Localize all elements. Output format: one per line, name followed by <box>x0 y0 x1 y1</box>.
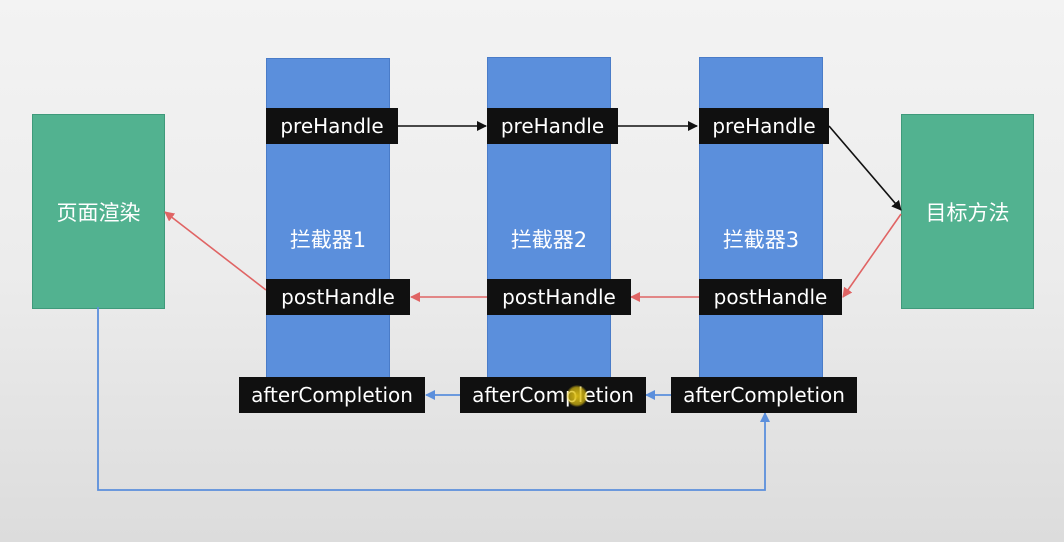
interceptor-2-prehandle: preHandle <box>487 108 618 144</box>
page-render-box: 页面渲染 <box>32 114 165 309</box>
interceptor-2-aftercompletion: afterCompletion <box>460 377 646 413</box>
target-method-box: 目标方法 <box>901 114 1034 309</box>
interceptor-3-label: 拦截器3 <box>722 228 800 252</box>
mouse-cursor-icon <box>566 385 588 407</box>
interceptor-3-prehandle: preHandle <box>699 108 829 144</box>
pre-arrow-3-target <box>828 125 902 211</box>
interceptor-1-label: 拦截器1 <box>289 228 367 252</box>
post-arrow-target-3 <box>842 213 902 298</box>
interceptor-2-label: 拦截器2 <box>510 228 588 252</box>
interceptor-1-prehandle: preHandle <box>266 108 398 144</box>
interceptor-2-posthandle: postHandle <box>487 279 631 315</box>
after-return-loop <box>97 307 770 491</box>
interceptor-3-posthandle: postHandle <box>699 279 842 315</box>
interceptor-1-posthandle: postHandle <box>266 279 410 315</box>
target-method-label: 目标方法 <box>925 200 1010 225</box>
interceptor-3-aftercompletion: afterCompletion <box>671 377 857 413</box>
interceptor-1-aftercompletion: afterCompletion <box>239 377 425 413</box>
post-arrow-1-render <box>164 211 267 291</box>
page-render-label: 页面渲染 <box>56 200 141 225</box>
